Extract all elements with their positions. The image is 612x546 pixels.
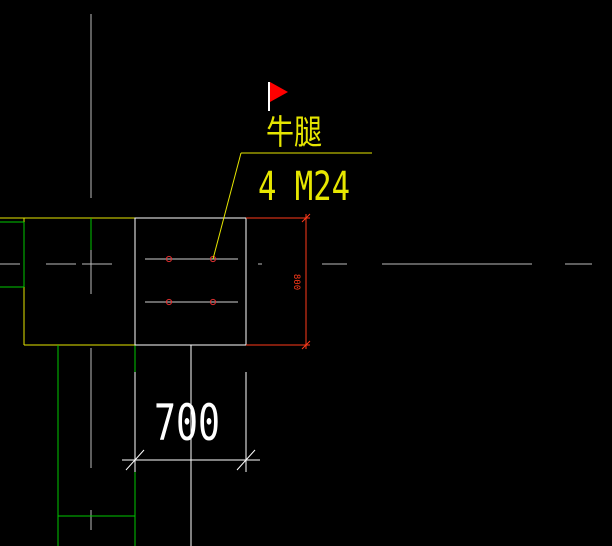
corbel-label: 牛腿 [266, 113, 322, 153]
leader-line [212, 152, 372, 260]
bolt-hole[interactable] [165, 298, 173, 306]
column-outline [0, 218, 136, 546]
dimension-width-label: 700 [154, 394, 220, 452]
corbel-plate[interactable] [134, 217, 247, 346]
bolt-spec-label: 4 M24 [258, 164, 350, 210]
bolt-group [145, 255, 238, 306]
vertical-dimension[interactable] [246, 213, 311, 350]
wall-outline [0, 217, 135, 346]
bolt-hole[interactable] [165, 255, 173, 263]
red-flag-icon[interactable] [268, 82, 288, 111]
bolt-hole[interactable] [209, 255, 217, 263]
horizontal-dimension[interactable] [122, 372, 260, 472]
bolt-hole[interactable] [209, 298, 217, 306]
dimension-height-label: 800 [291, 274, 301, 290]
